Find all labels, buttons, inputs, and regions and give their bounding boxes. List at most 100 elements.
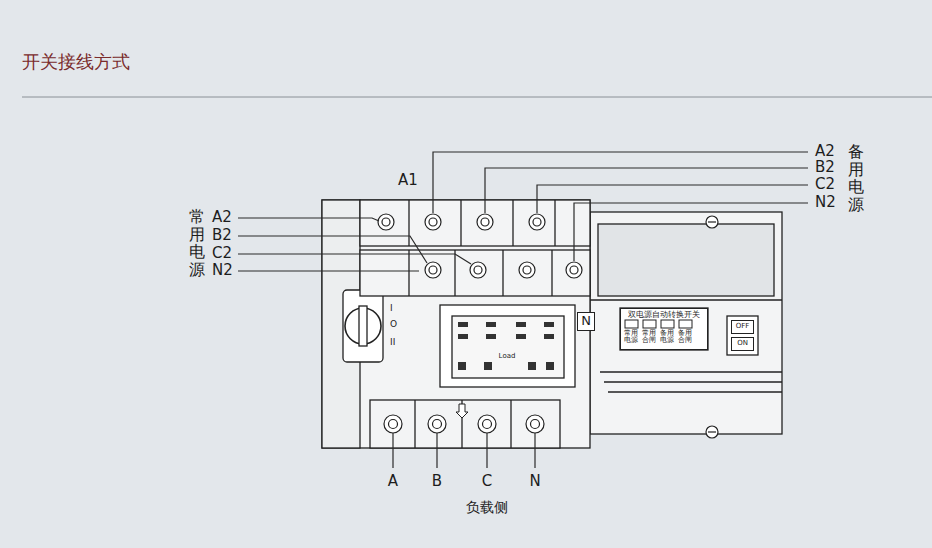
drawing-part	[546, 362, 554, 370]
drawing-part	[454, 250, 455, 296]
terminal-label: C	[482, 473, 492, 490]
drawing-part	[452, 316, 564, 378]
source-name: 备用电源	[848, 143, 864, 213]
drawing-part	[436, 433, 437, 468]
drawing-part	[708, 431, 716, 432]
rule-line	[22, 97, 932, 98]
drawing-part	[620, 308, 708, 350]
drawing-part	[378, 214, 394, 230]
drawing-part	[474, 266, 482, 274]
drawing-part	[481, 218, 489, 226]
node-text: 双电源自动转换开关	[628, 311, 700, 319]
drawing-part	[425, 214, 441, 230]
drawing-part	[531, 420, 540, 429]
terminal-label: B2	[212, 227, 232, 244]
drawing-part	[425, 262, 441, 278]
drawing-part	[408, 250, 409, 296]
drawing-part	[483, 420, 492, 429]
terminal-label: N2	[212, 262, 233, 279]
drawing-part	[516, 322, 526, 327]
drawing-part	[458, 362, 466, 370]
drawing-part	[604, 381, 782, 382]
drawing-part	[590, 299, 782, 300]
drawing-part	[727, 316, 758, 355]
drawing-part	[566, 262, 582, 278]
drawing-part	[519, 262, 535, 278]
drawing-part	[528, 362, 536, 370]
indicator-label: 常用 合闸	[641, 330, 656, 345]
drawing-part	[502, 250, 503, 296]
drawing-part	[382, 218, 390, 226]
terminal-label: A2	[815, 143, 835, 160]
drawing-part	[485, 168, 808, 213]
node-text: ON	[737, 340, 748, 348]
drawing-part	[608, 391, 782, 392]
drawing-part	[238, 236, 427, 263]
drawing-part	[510, 400, 511, 448]
terminal-label: N	[529, 473, 540, 490]
node-text: OFF	[736, 323, 750, 331]
drawing-part	[551, 250, 552, 296]
page-title: 开关接线方式	[22, 50, 130, 74]
drawing-part	[625, 320, 638, 328]
drawing-part	[478, 415, 496, 433]
drawing-part	[544, 334, 554, 339]
indicator-label: 备用 合闸	[677, 330, 692, 345]
drawing-part	[429, 266, 437, 274]
terminal-label: N2	[815, 194, 836, 211]
terminal-label: A2	[212, 209, 232, 226]
drawing-part	[570, 266, 578, 274]
drawing-part	[554, 200, 555, 246]
drawing-part	[384, 415, 402, 433]
drawing-part	[486, 334, 496, 339]
drawing-part	[534, 433, 535, 468]
drawing-part	[360, 200, 590, 246]
drawing-part	[706, 426, 718, 438]
terminal-label: B	[432, 473, 442, 490]
drawing-part	[322, 200, 590, 448]
drawing-part	[600, 371, 782, 372]
wires	[238, 152, 808, 468]
handle-mark: O	[390, 319, 397, 329]
drawing-part	[523, 266, 531, 274]
terminal-screws	[378, 214, 582, 433]
neutral-mark-box: N	[577, 312, 595, 331]
drawing-part	[458, 322, 468, 327]
window-label: Load	[499, 352, 516, 360]
indicator-panel: 双电源自动转换开关	[620, 308, 708, 350]
node-text: N	[581, 314, 591, 328]
terminal-label: C2	[212, 245, 232, 262]
drawing-part	[537, 185, 808, 213]
drawing-part	[477, 214, 493, 230]
drawing-part	[526, 415, 544, 433]
drawing-part	[238, 254, 471, 264]
source-name: 常用电源	[189, 208, 205, 278]
handle-mark: I	[390, 303, 393, 313]
drawing-part	[643, 320, 656, 328]
drawing-part	[486, 433, 487, 468]
drawing-part	[408, 200, 409, 246]
terminal-label: A	[388, 473, 398, 490]
drawing-part	[529, 214, 545, 230]
drawing-part	[433, 152, 808, 213]
terminal-label: C2	[815, 176, 835, 193]
handle-mark: II	[390, 337, 395, 347]
on-button: ON	[731, 337, 754, 351]
drawing-part	[392, 433, 393, 468]
drawing-part	[458, 334, 468, 339]
drawing-part	[359, 306, 367, 346]
terminal-label: A1	[398, 172, 418, 189]
drawing-part	[533, 218, 541, 226]
window-symbols	[458, 322, 554, 370]
drawing-part	[360, 250, 590, 296]
drawing-part	[470, 262, 486, 278]
drawing-part	[661, 320, 674, 328]
indicator-label: 备用 电源	[659, 330, 674, 345]
switch-body	[322, 200, 782, 448]
drawing-part	[574, 203, 808, 261]
off-button: OFF	[731, 320, 754, 334]
drawing-part	[544, 322, 554, 327]
drawing-part	[706, 216, 718, 228]
